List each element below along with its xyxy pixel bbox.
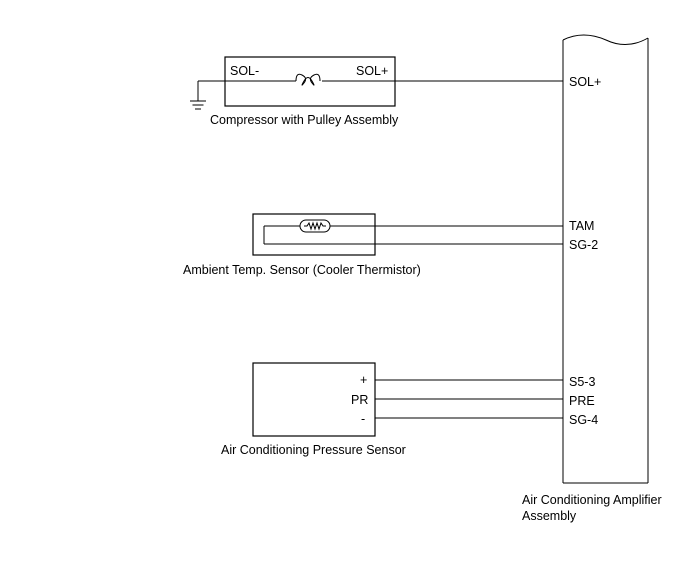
terminal-s53: S5-3 xyxy=(569,375,595,389)
thermistor-icon xyxy=(299,219,331,233)
terminal-tam: TAM xyxy=(569,219,594,233)
compressor-pin-sol-minus: SOL- xyxy=(230,64,259,78)
terminal-sg2: SG-2 xyxy=(569,238,598,252)
amplifier-break-wave xyxy=(562,34,649,45)
pressure-sensor-name: Air Conditioning Pressure Sensor xyxy=(221,443,406,457)
ambient-sensor-name: Ambient Temp. Sensor (Cooler Thermistor) xyxy=(183,263,421,277)
solenoid-coil-icon xyxy=(295,73,321,86)
amplifier-name-line2: Assembly xyxy=(522,509,577,523)
compressor-pin-sol-plus: SOL+ xyxy=(356,64,388,78)
amplifier-assembly: Air Conditioning Amplifier Assembly SOL+… xyxy=(522,34,662,523)
ambient-temp-sensor: Ambient Temp. Sensor (Cooler Thermistor) xyxy=(183,213,421,277)
pressure-sensor-box xyxy=(252,362,376,437)
ambient-sensor-box xyxy=(252,213,376,256)
compressor-assembly: SOL- SOL+ Compressor with Pulley Assembl… xyxy=(190,56,399,127)
pressure-pin-minus: - xyxy=(361,412,365,426)
terminal-sol-plus: SOL+ xyxy=(569,75,601,89)
amplifier-name-line1: Air Conditioning Amplifier xyxy=(522,493,662,507)
compressor-name: Compressor with Pulley Assembly xyxy=(210,113,399,127)
pressure-sensor: + PR - Air Conditioning Pressure Sensor xyxy=(221,362,406,457)
terminal-pre: PRE xyxy=(569,394,595,408)
ground-icon xyxy=(190,80,225,110)
pressure-pin-pr: PR xyxy=(351,393,368,407)
terminal-sg4: SG-4 xyxy=(569,413,598,427)
pressure-pin-plus: + xyxy=(360,373,367,387)
